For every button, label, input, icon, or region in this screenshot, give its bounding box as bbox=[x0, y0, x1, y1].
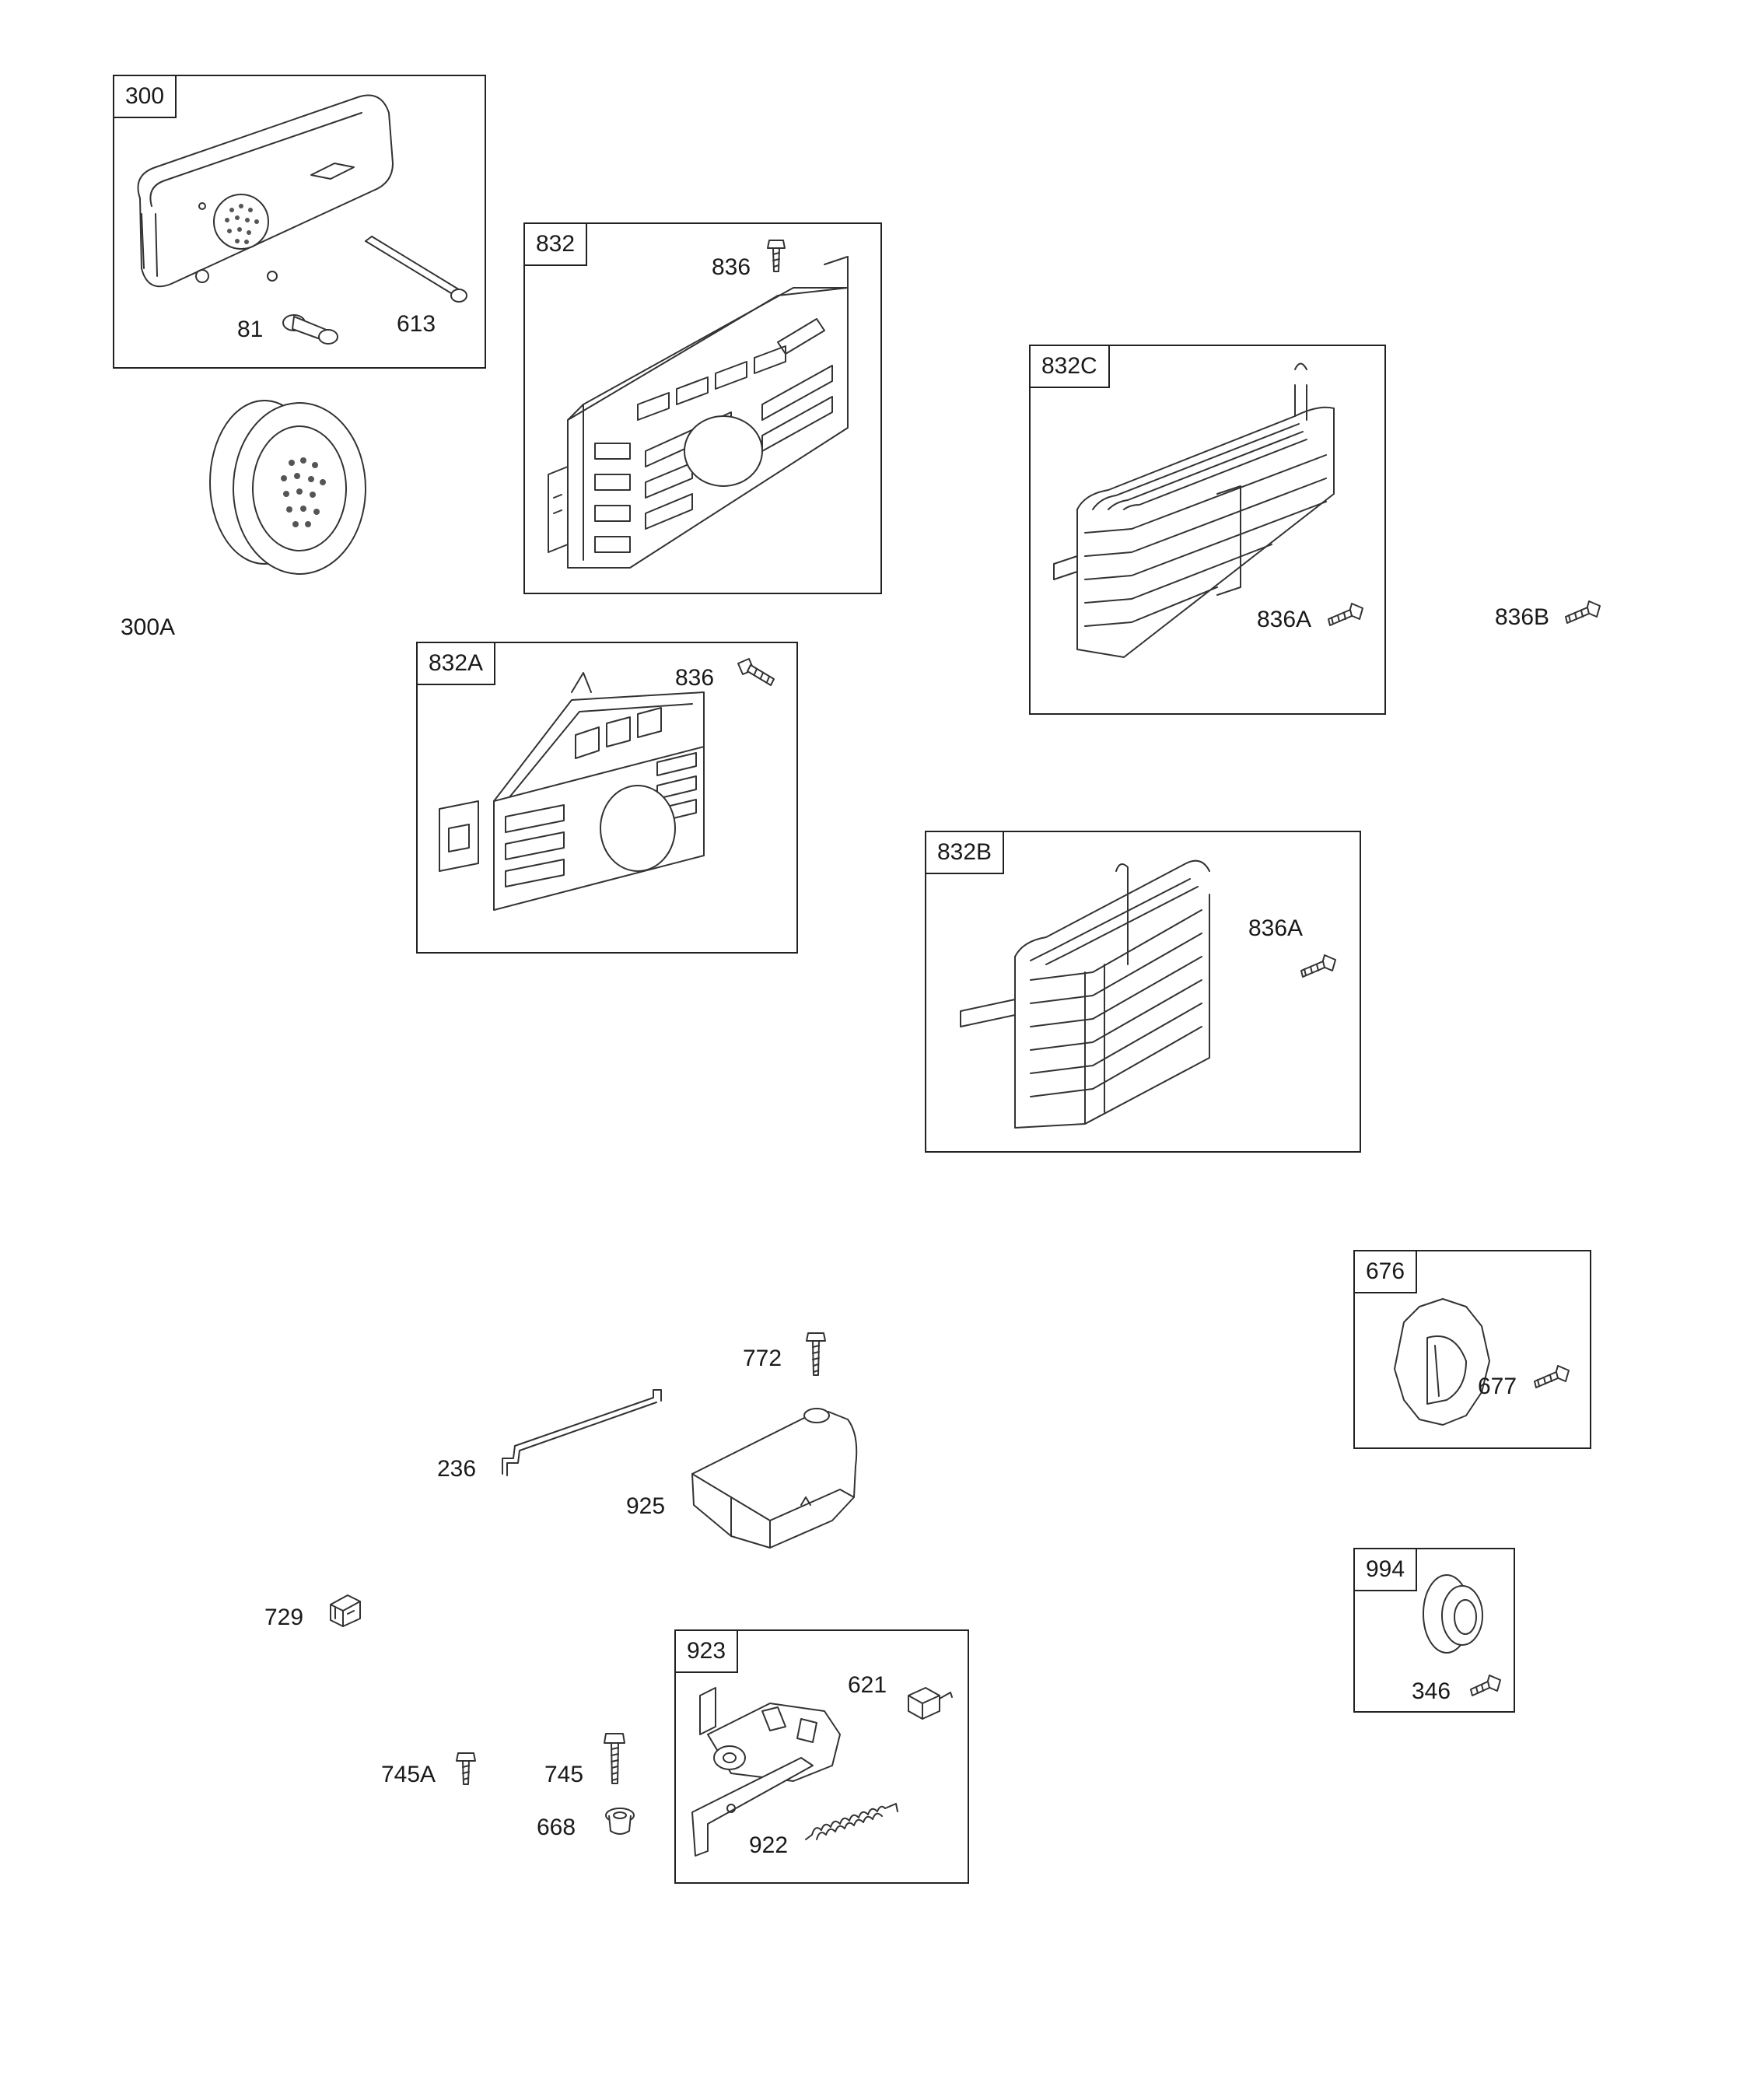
screw-836-a-drawing bbox=[735, 657, 782, 692]
screw-836a-b-drawing bbox=[1295, 950, 1342, 985]
group-832-label: 832 bbox=[525, 224, 588, 266]
screw-745-drawing bbox=[603, 1731, 630, 1789]
bushing-668-drawing bbox=[603, 1804, 638, 1839]
callout-300a: 300A bbox=[121, 614, 176, 640]
muffler-drawing bbox=[124, 89, 482, 299]
group-923-box: 923 bbox=[674, 1629, 969, 1884]
screw-346-drawing bbox=[1466, 1672, 1505, 1703]
deflector-676-drawing bbox=[1381, 1291, 1497, 1431]
screw-836-top-drawing bbox=[766, 237, 789, 276]
callout-677: 677 bbox=[1478, 1374, 1517, 1399]
callout-745: 745 bbox=[544, 1762, 584, 1787]
group-832b-box: 832B bbox=[925, 831, 1361, 1153]
governor-control-923-drawing bbox=[684, 1672, 856, 1859]
adapter-994-drawing bbox=[1416, 1567, 1493, 1661]
callout-668: 668 bbox=[537, 1815, 576, 1840]
group-832a-box: 832A bbox=[416, 642, 798, 954]
wire-guard-832b-drawing bbox=[953, 848, 1233, 1136]
group-832c-label: 832C bbox=[1031, 346, 1110, 388]
spring-922-drawing bbox=[801, 1801, 902, 1847]
callout-621: 621 bbox=[848, 1672, 887, 1698]
callout-836a-b: 836A bbox=[1248, 915, 1304, 941]
clip-729-drawing bbox=[324, 1591, 367, 1629]
group-994-box: 994 bbox=[1353, 1548, 1515, 1713]
group-832c-box: 832C bbox=[1029, 345, 1386, 715]
wire-guard-832c-drawing bbox=[1038, 354, 1381, 665]
callout-729: 729 bbox=[264, 1605, 304, 1630]
callout-772: 772 bbox=[743, 1346, 782, 1371]
clip-621-drawing bbox=[902, 1680, 957, 1723]
callout-613: 613 bbox=[397, 311, 436, 337]
screw-836b-drawing bbox=[1559, 597, 1606, 632]
callout-836-top: 836 bbox=[712, 254, 751, 280]
callout-836a-c: 836A bbox=[1257, 607, 1312, 632]
callout-81: 81 bbox=[237, 317, 264, 342]
round-muffler-300a-drawing bbox=[194, 389, 381, 583]
link-236-drawing bbox=[498, 1388, 665, 1482]
group-994-label: 994 bbox=[1355, 1549, 1418, 1591]
screw-745a-drawing bbox=[455, 1750, 478, 1789]
callout-236: 236 bbox=[437, 1456, 477, 1482]
stud-613-drawing bbox=[358, 233, 474, 311]
callout-745a: 745A bbox=[381, 1762, 436, 1787]
group-676-label: 676 bbox=[1355, 1251, 1418, 1293]
muffler-guard-832a-drawing bbox=[432, 661, 782, 926]
group-832b-label: 832B bbox=[926, 832, 1005, 874]
group-676-box: 676 bbox=[1353, 1250, 1591, 1449]
screw-772-drawing bbox=[805, 1330, 828, 1381]
screw-836a-c-drawing bbox=[1322, 599, 1369, 634]
muffler-guard-832-drawing bbox=[537, 241, 871, 583]
callout-925: 925 bbox=[626, 1493, 666, 1519]
group-300-box: 300 bbox=[113, 75, 486, 369]
callout-346: 346 bbox=[1412, 1678, 1451, 1704]
group-832a-label: 832A bbox=[418, 643, 496, 685]
cover-925-drawing bbox=[684, 1381, 863, 1559]
gasket-81-drawing bbox=[280, 307, 342, 350]
callout-836-a: 836 bbox=[675, 665, 715, 691]
callout-836b: 836B bbox=[1495, 604, 1550, 630]
group-300-label: 300 bbox=[114, 76, 177, 118]
group-832-box: 832 bbox=[523, 222, 882, 594]
group-923-label: 923 bbox=[676, 1631, 739, 1673]
callout-922: 922 bbox=[749, 1832, 789, 1858]
screw-677-drawing bbox=[1528, 1361, 1575, 1396]
